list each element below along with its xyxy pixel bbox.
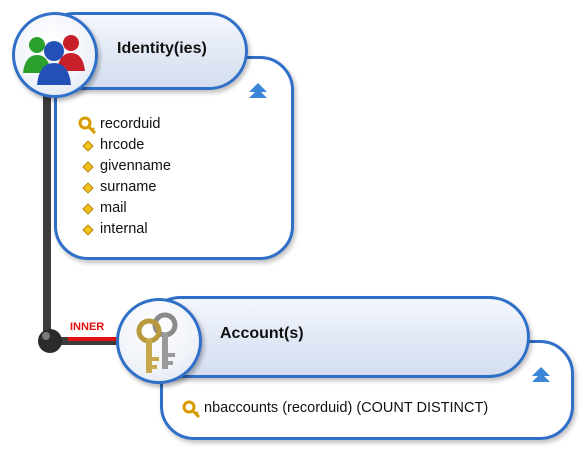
field-internal[interactable]: internal [78, 219, 171, 240]
users-icon [12, 12, 98, 98]
field-label: hrcode [100, 137, 145, 153]
attribute-diamond-icon [82, 202, 94, 215]
collapse-up-icon[interactable] [531, 366, 551, 389]
field-nbaccounts[interactable]: nbaccounts (recorduid) (COUNT DISTINCT) [182, 398, 488, 419]
attribute-diamond-icon [82, 181, 94, 194]
collapse-up-icon[interactable] [248, 82, 268, 105]
keys-icon [116, 298, 202, 384]
field-label: mail [100, 200, 127, 216]
attribute-diamond-icon [82, 139, 94, 152]
inner-join-line [68, 337, 128, 341]
key-icon [78, 116, 100, 134]
field-givenname[interactable]: givenname [78, 156, 171, 177]
identity-field-list: recorduid hrcode givenname surname mail … [78, 114, 171, 240]
identity-entity-title: Identity(ies) [117, 40, 207, 57]
account-field-list: nbaccounts (recorduid) (COUNT DISTINCT) [182, 398, 488, 419]
join-type-label: INNER [70, 321, 105, 333]
field-recorduid[interactable]: recorduid [78, 114, 171, 135]
field-label: surname [100, 179, 157, 195]
field-label: givenname [100, 158, 171, 174]
field-label: recorduid [100, 116, 161, 132]
account-entity-title: Account(s) [220, 325, 304, 342]
account-entity-header[interactable] [140, 296, 530, 378]
field-mail[interactable]: mail [78, 198, 171, 219]
field-label: nbaccounts (recorduid) (COUNT DISTINCT) [204, 400, 489, 416]
key-icon [182, 400, 204, 418]
field-hrcode[interactable]: hrcode [78, 135, 171, 156]
field-surname[interactable]: surname [78, 177, 171, 198]
field-label: internal [100, 221, 148, 237]
join-node [38, 329, 62, 353]
connector-vertical [43, 90, 51, 340]
attribute-diamond-icon [82, 223, 94, 236]
attribute-diamond-icon [82, 160, 94, 173]
